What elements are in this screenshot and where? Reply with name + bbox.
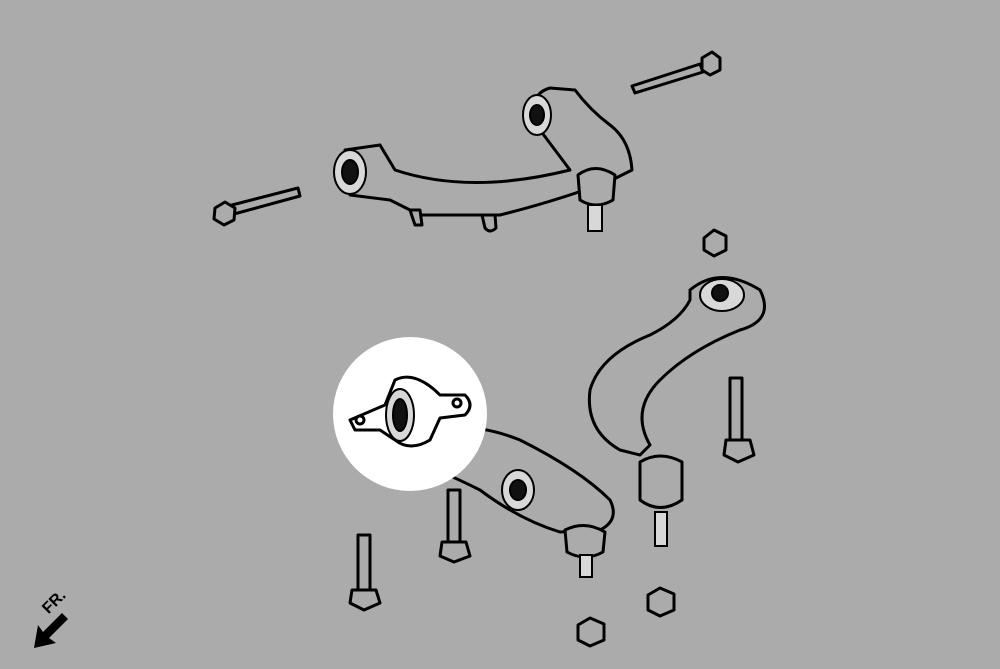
upper-arm-bolt-rear [630,50,722,95]
upper-control-arm [333,86,634,233]
lower-rear-arm [587,276,766,547]
bolts [348,376,756,612]
front-direction-arrow-icon [34,613,68,648]
upper-arm-bolt-front [212,186,302,227]
bushing-highlight [333,337,487,491]
nuts [576,228,728,648]
